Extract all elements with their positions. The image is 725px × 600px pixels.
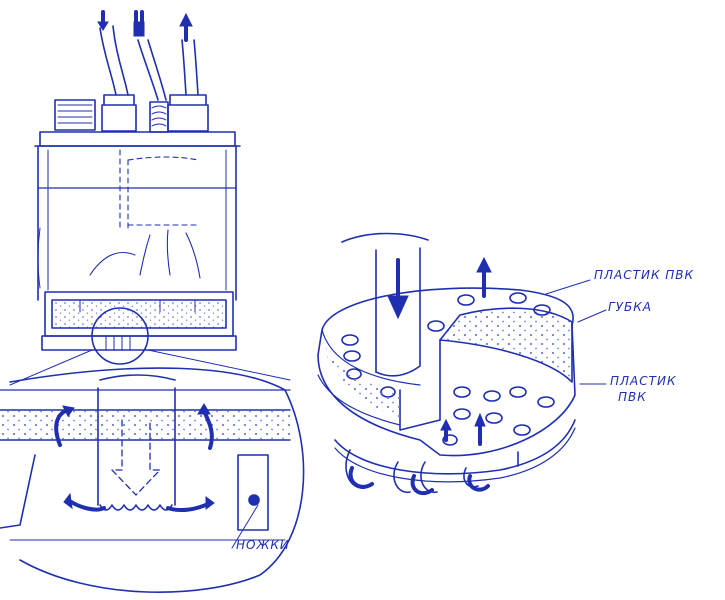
label-plastic-top: ПЛАСТИК ПВК [594,268,695,282]
label-plastic-bottom-line1: ПЛАСТИК [610,374,677,388]
canister-filter [9,25,291,386]
base-detail [0,367,305,594]
label-plastic-bottom-line2: ПВК [618,390,647,404]
arrow-down-icon [97,10,109,31]
arrow-up-icon [179,12,193,42]
label-legs: НОЖКИ [236,538,290,552]
disc-diagram [317,232,607,494]
label-sponge: ГУБКА [608,300,652,314]
power-plug-icon [133,10,145,37]
